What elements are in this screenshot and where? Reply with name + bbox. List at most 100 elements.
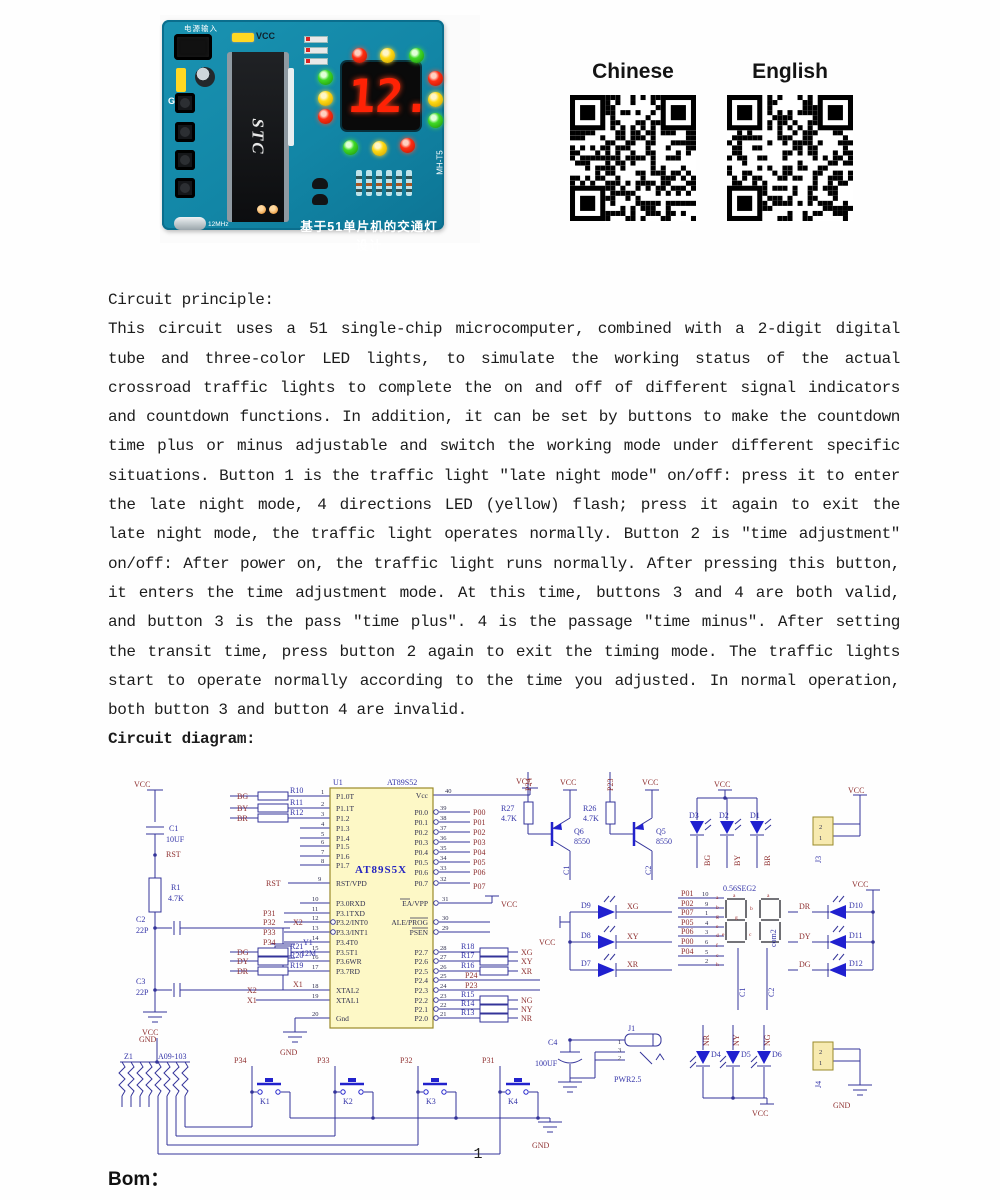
schematic-label: 2	[819, 824, 822, 831]
schematic-label: NR	[521, 1014, 533, 1023]
schematic-label: P2.6	[414, 957, 428, 966]
schematic-label: VCC	[848, 786, 864, 795]
text-line: and button 3 is the pass "time plus". 4 …	[108, 613, 900, 632]
resistor-r21	[257, 947, 289, 957]
schematic-label: R11	[290, 798, 303, 807]
schematic-label: P1.2	[336, 814, 350, 823]
schematic-label: P34	[263, 938, 275, 947]
schematic-label: P33	[317, 1056, 329, 1065]
schematic-label: P1.7	[336, 861, 350, 870]
schematic-label: 24	[440, 983, 447, 990]
resistor	[386, 170, 392, 196]
schematic-label: K3	[426, 1097, 436, 1106]
text-line: the transit time, press button 2 again t…	[108, 642, 900, 661]
schematic-label: P2.4	[414, 976, 428, 985]
schematic-label: 1	[618, 1039, 621, 1046]
schematic-label: P2.5	[414, 967, 428, 976]
schematic-label: P0.7	[414, 879, 428, 888]
schematic-label: GND	[280, 1048, 298, 1057]
schematic-label: 13	[312, 925, 319, 932]
schematic-label: P34	[234, 1056, 246, 1065]
schematic-label: f	[716, 942, 718, 949]
yellow-led	[318, 91, 333, 106]
push-button-4	[175, 178, 195, 198]
schematic-label: XR	[627, 960, 639, 969]
schematic-label: 1	[321, 789, 324, 796]
crystal-label: 12MHz	[208, 221, 229, 228]
schematic-label: 3	[618, 1047, 621, 1054]
schematic-label: C1	[562, 866, 571, 875]
schematic-label: P02	[681, 899, 693, 908]
schematic-label: 19	[312, 993, 319, 1000]
schematic-label: NY	[732, 1034, 741, 1046]
schematic-label: P31	[263, 909, 275, 918]
seven-seg-digits	[725, 898, 781, 943]
schematic-label: D7	[581, 959, 591, 968]
red-led	[318, 109, 333, 124]
smd-resistor-row	[304, 36, 328, 43]
schematic-label: VCC	[560, 778, 576, 787]
schematic-label: D1	[750, 811, 760, 820]
schematic-label: 8	[321, 858, 324, 865]
schematic-label: D12	[849, 959, 863, 968]
schematic-label: P24	[465, 971, 477, 980]
schematic-label: DG	[799, 960, 811, 969]
push-button-3	[175, 150, 195, 170]
schematic-label: 15	[312, 945, 319, 952]
resistor-r15	[479, 995, 509, 1005]
schematic-label: b	[716, 905, 719, 911]
schematic-label: e	[722, 932, 725, 938]
schematic-label: 16	[312, 954, 319, 961]
schematic-label: 21	[440, 1011, 447, 1018]
schematic-label: c	[749, 932, 752, 938]
schematic-label: 32	[440, 876, 447, 883]
schematic-label: DR	[799, 902, 811, 911]
schematic-label: 6	[321, 839, 325, 846]
schematic-label: K1	[260, 1097, 270, 1106]
resistor-r12	[257, 813, 289, 823]
bom-heading: Bom：	[108, 1169, 170, 1190]
schematic-label: D10	[849, 901, 863, 910]
schematic-label: 6	[705, 939, 709, 946]
schematic-label: P3.6WR	[336, 957, 362, 966]
schematic-label: RST/VPD	[336, 879, 367, 888]
junction-dots	[153, 796, 875, 1120]
schematic-label: e	[716, 924, 719, 930]
schematic-label: R12	[290, 808, 303, 817]
schematic-label: 2	[618, 1055, 621, 1062]
schematic-label: 2	[705, 958, 708, 965]
schematic-label: 2	[321, 801, 324, 808]
schematic-label: a	[716, 895, 719, 901]
schematic-label: 10	[312, 896, 319, 903]
capacitor-curve	[557, 1058, 583, 1064]
schematic-label: R19	[290, 961, 303, 970]
schematic-label: NG	[763, 1034, 772, 1046]
schematic-label: P23	[606, 779, 615, 791]
schematic-label: P33	[263, 928, 275, 937]
schematic-label: VCC	[852, 880, 868, 889]
schematic-label: R27	[501, 804, 514, 813]
schematic-label: C2	[136, 915, 145, 924]
schematic-label: D4	[711, 1050, 721, 1059]
schematic-label: X2	[293, 918, 303, 927]
text-line: crossroad traffic lights to complete the…	[108, 378, 900, 397]
schematic-label: 22P	[136, 988, 149, 997]
schematic-label: 4.7K	[583, 814, 599, 823]
schematic-label: R13	[461, 1008, 474, 1017]
schematic-label: P07	[681, 908, 693, 917]
schematic-label: J3	[814, 856, 823, 863]
schematic-label: 17	[312, 964, 319, 971]
schematic-label: GND	[833, 1101, 851, 1110]
schematic-label: P3.2/INT0	[336, 918, 368, 927]
circuit-diagram: VCCRSTX2X1GNDBGBYBRRSTP31P32P33P34DGDYDR…	[118, 772, 880, 1155]
schematic-label: P04	[473, 848, 485, 857]
schematic-label: PSEN	[410, 928, 429, 937]
text-line: Circuit principle:	[108, 291, 274, 309]
schematic-label: g	[735, 915, 738, 921]
schematic-label: P1.6	[336, 852, 350, 861]
schematic-label: VCC	[142, 1028, 158, 1037]
resistor-r1	[148, 877, 162, 913]
stc-microcontroller: STC	[227, 52, 289, 222]
schematic-label: P01	[473, 818, 485, 827]
schematic-label: X2	[247, 986, 257, 995]
